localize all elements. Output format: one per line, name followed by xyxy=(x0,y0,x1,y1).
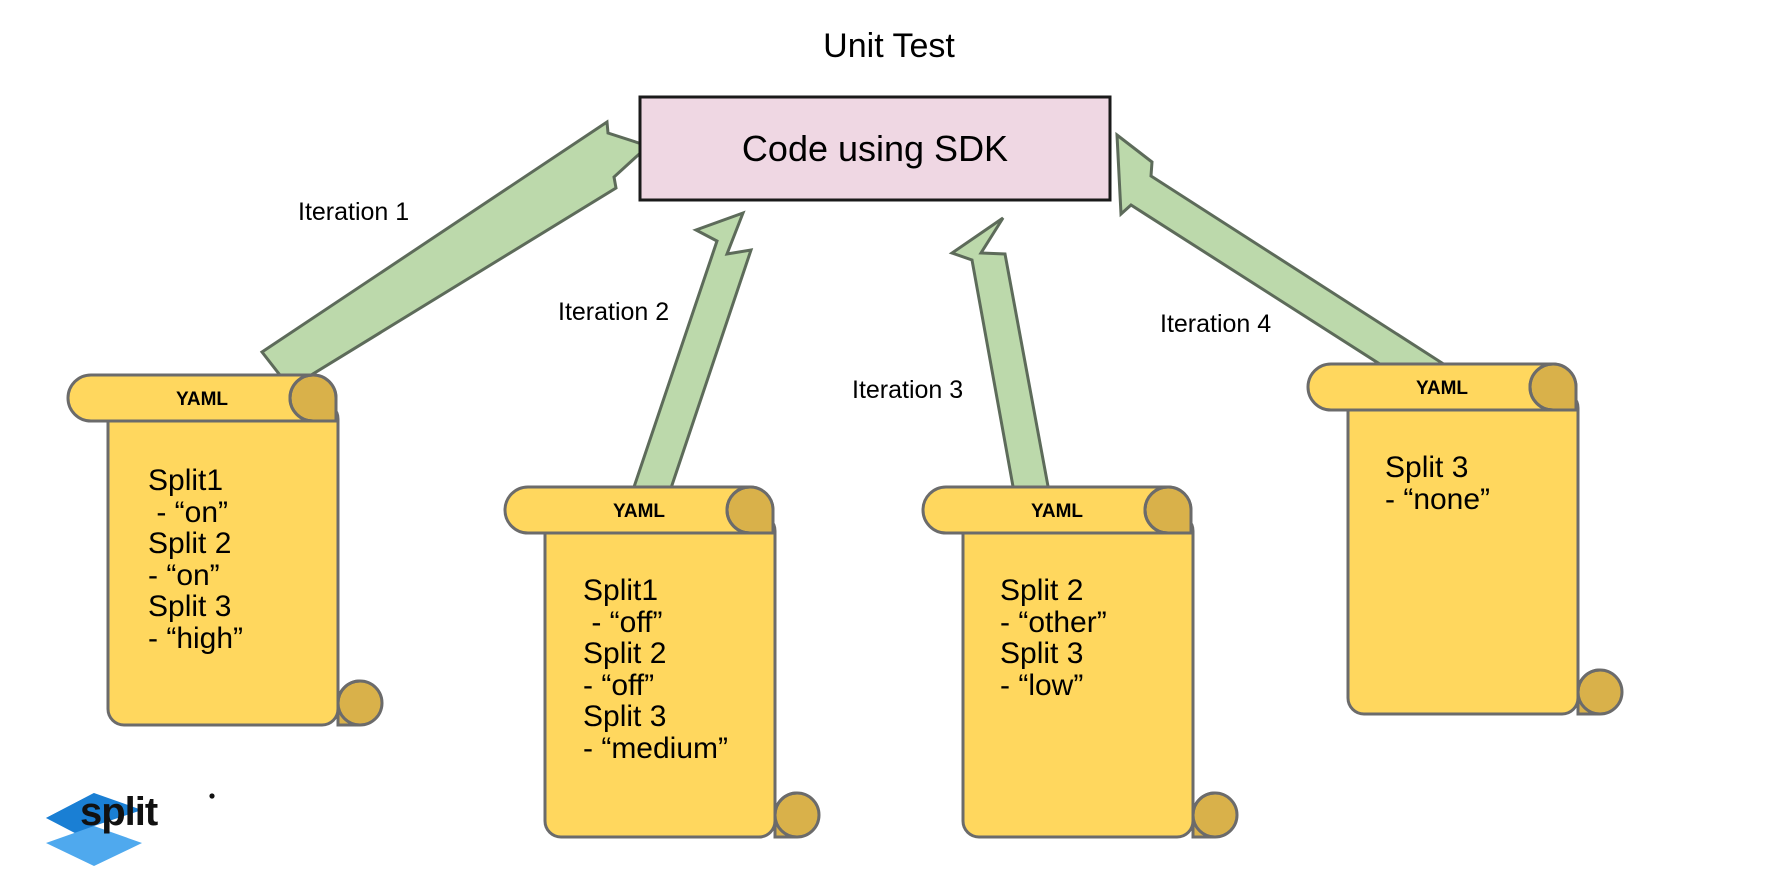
page-title: Unit Test xyxy=(823,27,955,65)
center-box-label: Code using SDK xyxy=(741,127,1009,169)
center-box xyxy=(638,95,1112,202)
edge-label-iteration-4: Iteration 4 xyxy=(1160,310,1272,338)
yaml-scroll-4-header: YAML xyxy=(1415,378,1469,399)
edge-label-iteration-2: Iteration 2 xyxy=(558,298,670,326)
arrow-iteration-1 xyxy=(259,119,651,390)
split-logo-wordmark: split xyxy=(80,790,158,834)
yaml-scroll-2-header: YAML xyxy=(612,501,666,522)
edge-label-iteration-3: Iteration 3 xyxy=(852,376,964,404)
edge-label-iteration-1: Iteration 1 xyxy=(298,198,410,226)
yaml-scroll-3-content: Split 2 - “other” Split 3 - “low” xyxy=(1000,574,1107,702)
split-logo-registered-mark xyxy=(209,793,215,799)
yaml-scroll-2-content: Split1 - “off” Split 2 - “off” Split 3 -… xyxy=(583,574,729,765)
yaml-scroll-1-header: YAML xyxy=(175,389,229,410)
yaml-scroll-4-content: Split 3 - “none” xyxy=(1385,451,1491,516)
yaml-scroll-1-content: Split1 - “on” Split 2 - “on” Split 3 - “… xyxy=(148,464,244,655)
split-logo-mark-icon xyxy=(46,793,142,866)
yaml-scroll-3-header: YAML xyxy=(1030,501,1084,522)
